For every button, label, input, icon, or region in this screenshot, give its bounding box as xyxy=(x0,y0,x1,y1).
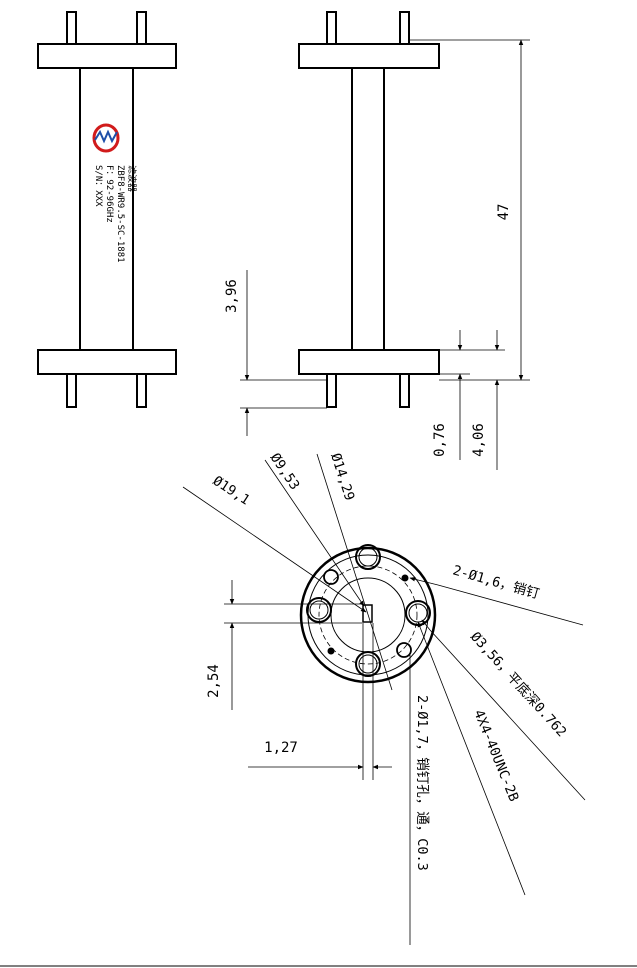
dim-length: 47 xyxy=(496,204,512,221)
dim-flange-b: 0,76 xyxy=(432,423,448,457)
side-dimension-lines xyxy=(240,39,530,470)
label-d-outer: Ø19,1 xyxy=(210,473,253,509)
product-label: 滤波器 ZBF8-WR9.5-SC-1881 F：92-96GHz S/N：XX… xyxy=(93,165,138,263)
left-side-view xyxy=(37,11,177,408)
dim-flange-a: 3,96 xyxy=(224,279,240,313)
dim-flange-c: 4,06 xyxy=(471,423,487,457)
brand-logo xyxy=(92,123,120,153)
label-d-bolt: Ø9,53 xyxy=(267,450,303,493)
label-d-mid: Ø14,29 xyxy=(327,451,357,502)
dim-waveguide-h: 2,54 xyxy=(206,664,222,698)
label-name: 滤波器 xyxy=(126,165,138,192)
label-pinhole: 2-Ø1,7，销钉孔，通，C0.3 xyxy=(414,695,430,871)
label-pin: 2-Ø1,6，销钉 xyxy=(451,562,541,602)
label-model: ZBF8-WR9.5-SC-1881 xyxy=(115,165,125,263)
label-freq: F：92-96GHz xyxy=(104,165,114,223)
dim-waveguide-w: 1,27 xyxy=(264,740,298,756)
label-serial: S/N：XXX xyxy=(93,165,103,207)
right-side-view xyxy=(298,11,440,408)
front-leader-lines xyxy=(182,453,586,945)
